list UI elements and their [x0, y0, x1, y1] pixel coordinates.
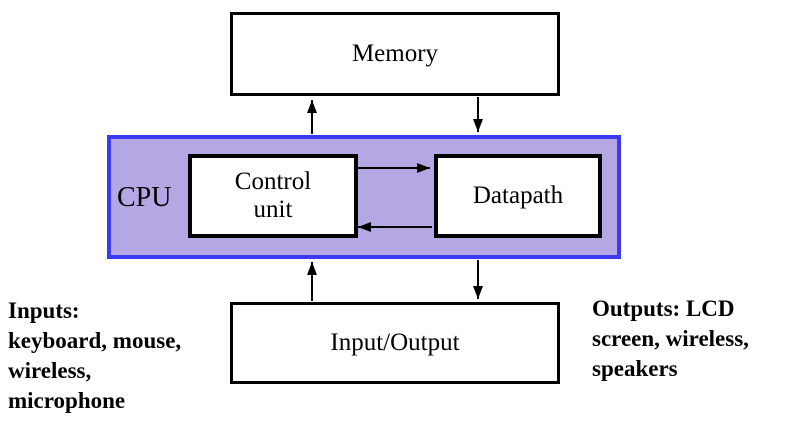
cpu-label: CPU: [117, 182, 172, 213]
outputs-annotation: Outputs: LCD screen, wireless, speakers: [592, 294, 749, 384]
inputs-annotation: Inputs: keyboard, mouse, wireless, micro…: [8, 296, 181, 416]
inputs-line: microphone: [8, 388, 126, 413]
control-unit-label: Control unit: [234, 168, 312, 223]
inputs-line: wireless,: [8, 358, 92, 383]
datapath-label: Datapath: [472, 182, 564, 209]
cpu-block: CPU Control unit Datapath: [107, 135, 621, 259]
outputs-line: speakers: [592, 356, 678, 381]
inputs-line: Inputs:: [8, 298, 80, 323]
input-output-box: Input/Output: [230, 302, 560, 384]
outputs-line: Outputs: LCD: [592, 296, 735, 321]
control-unit-box: Control unit: [188, 154, 358, 238]
memory-label: Memory: [351, 40, 439, 67]
input-output-label: Input/Output: [330, 329, 460, 356]
inputs-line: keyboard, mouse,: [8, 328, 182, 353]
datapath-box: Datapath: [434, 154, 602, 238]
memory-box: Memory: [230, 12, 560, 96]
outputs-line: screen, wireless,: [592, 326, 749, 351]
